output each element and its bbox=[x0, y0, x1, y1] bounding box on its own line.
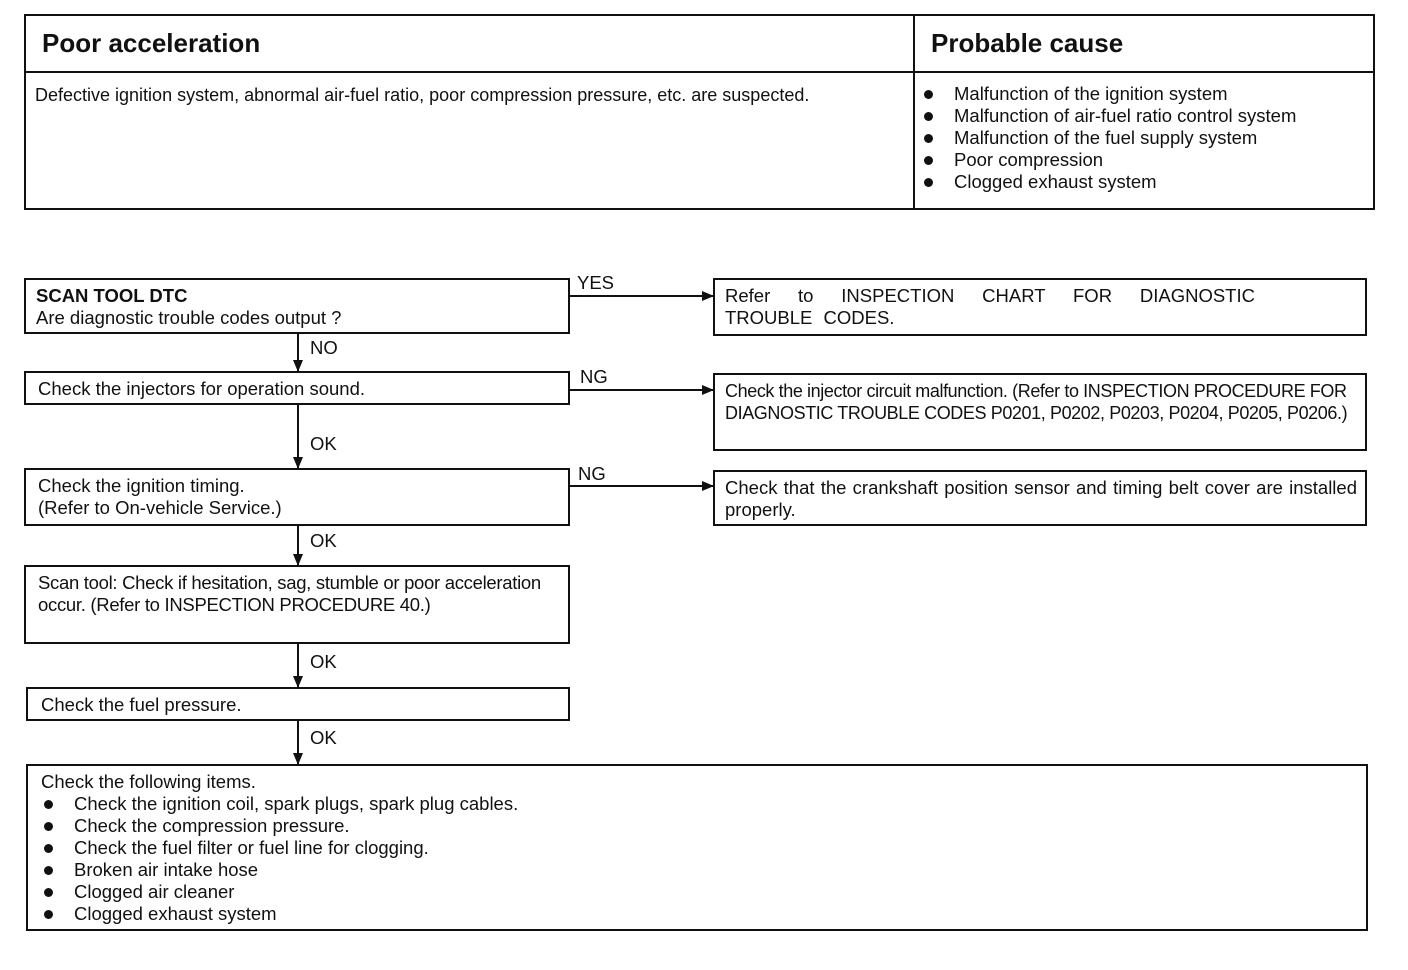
ok-label-injectors: OK bbox=[310, 433, 337, 454]
check-item: Check the fuel filter or fuel line for c… bbox=[41, 837, 1358, 859]
table-column-divider bbox=[913, 16, 915, 208]
dtc-result-text: Refer to INSPECTION CHART FOR DIAGNOSTIC… bbox=[725, 285, 1255, 328]
dtc-result-box: Refer to INSPECTION CHART FOR DIAGNOSTIC… bbox=[713, 278, 1367, 336]
ok-label-timing: OK bbox=[310, 530, 337, 551]
check-item: Clogged exhaust system bbox=[41, 903, 1358, 925]
ok-label-fuel: OK bbox=[310, 727, 337, 748]
crankshaft-sensor-box: Check that the crankshaft position senso… bbox=[713, 470, 1367, 526]
scan-tool-dtc-title: SCAN TOOL DTC bbox=[36, 285, 188, 306]
probable-cause-list: Malfunction of the ignition system Malfu… bbox=[919, 83, 1296, 193]
table-row-divider bbox=[26, 71, 1373, 73]
ignition-timing-ref: (Refer to On-vehicle Service.) bbox=[38, 497, 282, 518]
final-checks-list: Check the ignition coil, spark plugs, sp… bbox=[41, 793, 1358, 925]
cause-item: Poor compression bbox=[919, 149, 1296, 171]
yes-label: YES bbox=[577, 272, 615, 293]
ignition-timing-box: Check the ignition timing. (Refer to On-… bbox=[24, 468, 570, 526]
ok-label-scan: OK bbox=[310, 651, 337, 672]
cause-item: Malfunction of air-fuel ratio control sy… bbox=[919, 105, 1296, 127]
scan-tool-hesitation-box: Scan tool: Check if hesitation, sag, stu… bbox=[24, 565, 570, 644]
probable-cause-title: Probable cause bbox=[931, 28, 1124, 58]
check-item: Check the ignition coil, spark plugs, sp… bbox=[41, 793, 1358, 815]
injector-sound-box: Check the injectors for operation sound. bbox=[24, 371, 570, 405]
symptom-table: Poor acceleration Probable cause Defecti… bbox=[24, 14, 1375, 210]
scan-tool-hesitation-text: Scan tool: Check if hesitation, sag, stu… bbox=[38, 572, 541, 615]
injector-circuit-text: Check the injector circuit malfunction. … bbox=[725, 381, 1348, 423]
final-checks-intro: Check the following items. bbox=[41, 771, 256, 792]
fuel-pressure-text: Check the fuel pressure. bbox=[41, 694, 242, 715]
ng-label-timing: NG bbox=[578, 463, 606, 484]
check-item: Broken air intake hose bbox=[41, 859, 1358, 881]
crankshaft-sensor-text: Check that the crankshaft position senso… bbox=[725, 477, 1357, 520]
ignition-timing-text: Check the ignition timing. bbox=[38, 475, 245, 496]
ng-label-injectors: NG bbox=[580, 366, 608, 387]
cause-item: Malfunction of the ignition system bbox=[919, 83, 1296, 105]
check-item: Check the compression pressure. bbox=[41, 815, 1358, 837]
symptom-description: Defective ignition system, abnormal air-… bbox=[35, 85, 810, 105]
injector-sound-text: Check the injectors for operation sound. bbox=[38, 378, 366, 399]
fuel-pressure-box: Check the fuel pressure. bbox=[26, 687, 570, 721]
cause-item: Clogged exhaust system bbox=[919, 171, 1296, 193]
scan-tool-dtc-box: SCAN TOOL DTC Are diagnostic trouble cod… bbox=[24, 278, 570, 334]
final-checks-box: Check the following items. Check the ign… bbox=[26, 764, 1368, 931]
check-item: Clogged air cleaner bbox=[41, 881, 1358, 903]
dtc-question: Are diagnostic trouble codes output ? bbox=[36, 307, 342, 328]
no-label: NO bbox=[310, 337, 338, 358]
cause-item: Malfunction of the fuel supply system bbox=[919, 127, 1296, 149]
injector-circuit-box: Check the injector circuit malfunction. … bbox=[713, 373, 1367, 451]
symptom-title: Poor acceleration bbox=[42, 28, 261, 58]
